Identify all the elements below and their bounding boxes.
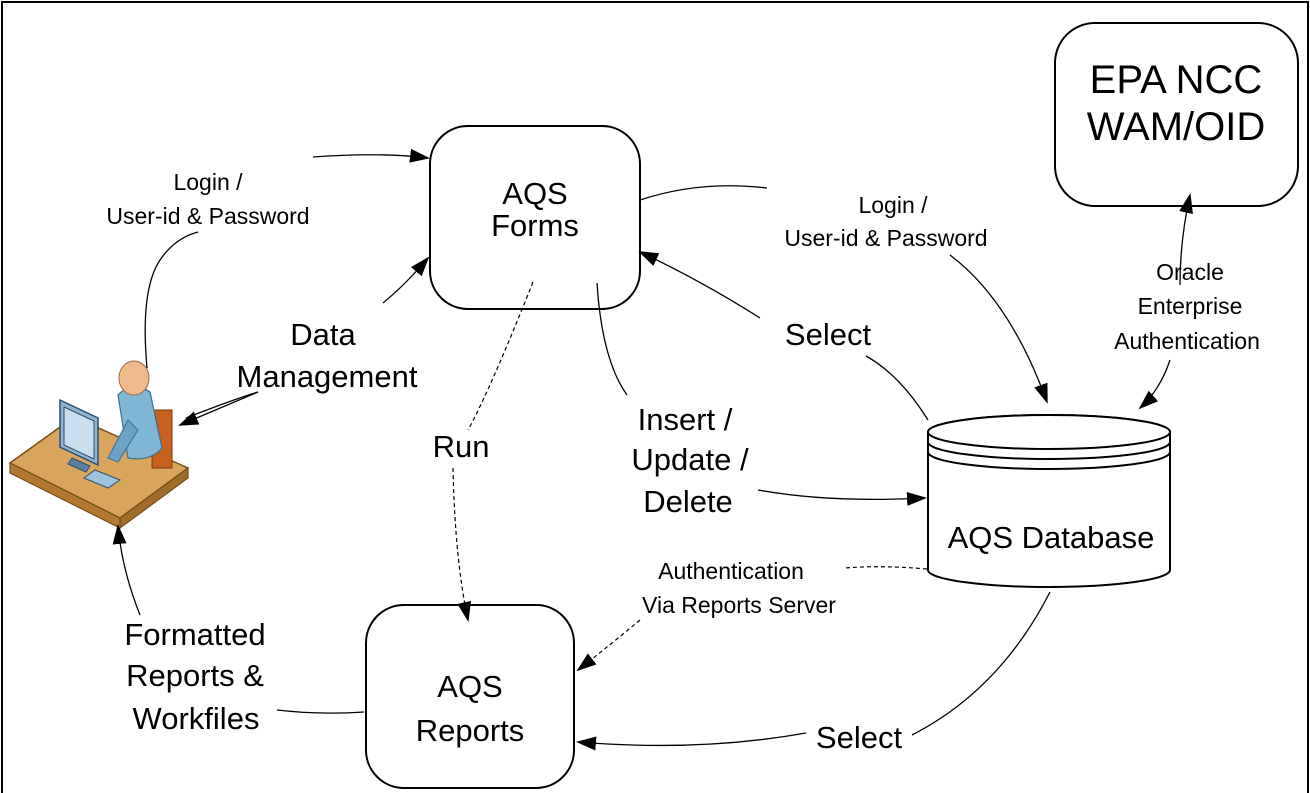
aqs-reports-node: AQS Reports: [365, 604, 575, 789]
aqs-forms-title-line1: AQS: [502, 176, 567, 211]
edge-label-data-management: Data Management: [237, 317, 418, 394]
svg-text:Workfiles: Workfiles: [133, 701, 260, 736]
aqs-database-node: AQS Database: [927, 414, 1171, 588]
svg-text:Login /: Login /: [858, 192, 928, 218]
edge-label-login-db: Login / User-id & Password: [784, 192, 987, 251]
svg-text:Login /: Login /: [173, 169, 243, 195]
svg-text:Update /: Update /: [631, 442, 749, 477]
edge-label-formatted-reports: Formatted Reports & Workfiles: [124, 617, 265, 736]
svg-text:User-id & Password: User-id & Password: [784, 225, 987, 251]
svg-text:Enterprise: Enterprise: [1138, 293, 1243, 319]
edge-label-login-user: Login / User-id & Password: [106, 169, 309, 229]
svg-text:Oracle: Oracle: [1156, 259, 1224, 285]
svg-text:Via Reports Server: Via Reports Server: [642, 592, 836, 618]
edge-label-select-reports: Select: [816, 720, 903, 755]
svg-text:Authentication: Authentication: [658, 558, 804, 584]
svg-text:Insert /: Insert /: [638, 402, 733, 437]
aqs-database-label: AQS Database: [948, 520, 1155, 555]
svg-text:Select: Select: [816, 720, 903, 755]
svg-text:Select: Select: [785, 317, 872, 352]
svg-text:Formatted: Formatted: [124, 617, 265, 652]
svg-text:Management: Management: [237, 359, 418, 394]
aqs-reports-title-line1: AQS: [437, 669, 502, 704]
user-at-computer-icon: [8, 360, 190, 530]
aqs-reports-title-line2: Reports: [416, 713, 525, 748]
edge-label-run: Run: [433, 429, 490, 464]
svg-text:Run: Run: [433, 429, 490, 464]
svg-text:User-id & Password: User-id & Password: [106, 203, 309, 229]
aqs-forms-title-line2: Forms: [491, 208, 579, 243]
edge-label-insert-update-delete: Insert / Update / Delete: [631, 402, 749, 519]
svg-text:Authentication: Authentication: [1114, 328, 1260, 354]
epa-ncc-title-line1: EPA NCC: [1090, 58, 1263, 102]
svg-text:Delete: Delete: [643, 484, 733, 519]
epa-ncc-title-line2: WAM/OID: [1087, 105, 1266, 149]
aqs-forms-node: AQS Forms: [429, 125, 641, 310]
svg-text:Data: Data: [290, 317, 356, 352]
epa-ncc-node: EPA NCC WAM/OID: [1054, 22, 1299, 207]
edge-label-auth-reports-server: Authentication Via Reports Server: [642, 558, 836, 618]
edge-label-select-forms: Select: [785, 317, 872, 352]
svg-text:Reports &: Reports &: [126, 658, 264, 693]
edge-label-oracle-auth: Oracle Enterprise Authentication: [1114, 259, 1260, 354]
